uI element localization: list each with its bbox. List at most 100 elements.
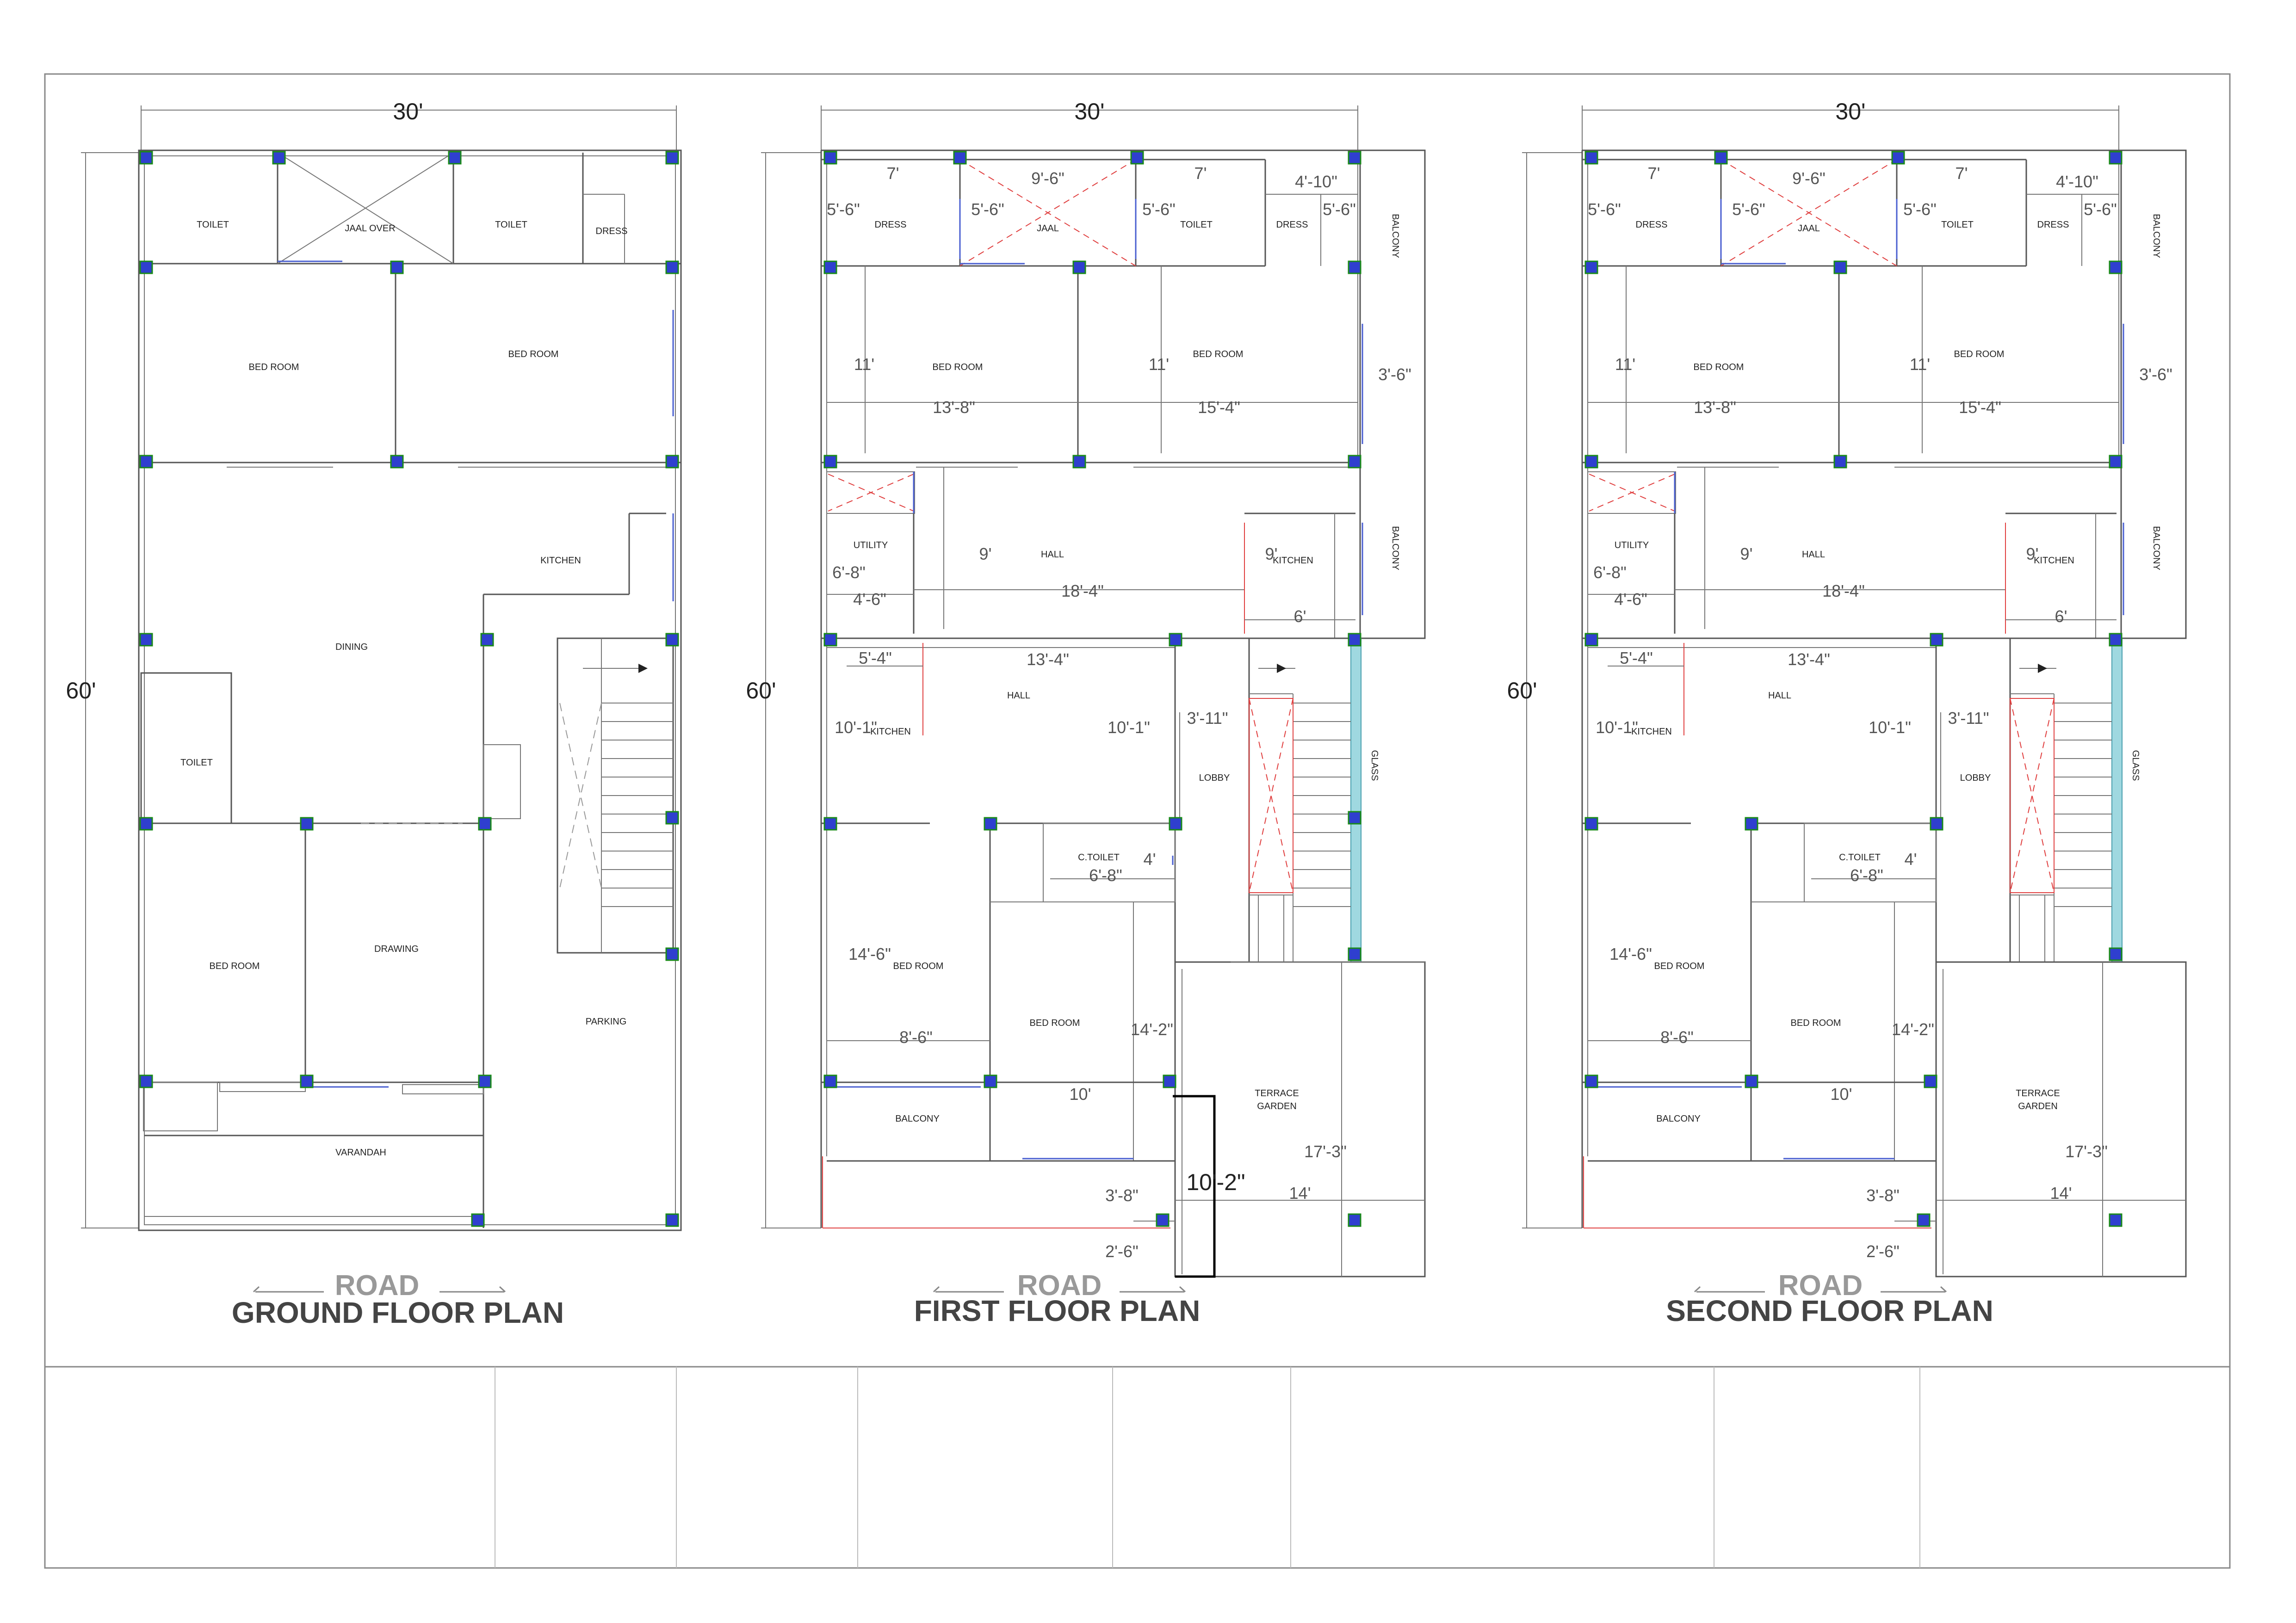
room-label: BALCONY	[2151, 526, 2161, 570]
room-labels: TOILET JAAL OVER TOILET DRESS BED ROOM B…	[180, 220, 627, 1158]
plan-title: SECOND FLOOR PLAN	[1666, 1294, 1993, 1327]
dim-label: 11'	[1615, 355, 1635, 374]
room-label: BALCONY	[895, 1114, 940, 1124]
room-label: KITCHEN	[1631, 727, 1672, 737]
dim-label: 14'	[2050, 1184, 2072, 1203]
road-label: ROAD	[1017, 1270, 1102, 1302]
room-label: LOBBY	[1960, 773, 1991, 783]
room-label: HALL	[1802, 549, 1825, 560]
room-label: HALL	[1007, 691, 1030, 701]
overall-dimensions	[761, 105, 1358, 1228]
dim-label: 14'-6"	[848, 944, 891, 963]
dim-label: 5'-6"	[1142, 200, 1176, 219]
room-label: BALCONY	[1390, 526, 1400, 570]
dim-label: 3'-8"	[1105, 1186, 1139, 1205]
dim-label: 4'-10"	[1295, 172, 1337, 191]
height-dimension: 60'	[1507, 678, 1537, 704]
room-label: BED ROOM	[1030, 1018, 1080, 1028]
road-label: ROAD	[335, 1270, 420, 1302]
room-label: BALCONY	[1656, 1114, 1701, 1124]
dim-label: 9'	[1265, 544, 1278, 563]
dim-label: 6'-8"	[1089, 866, 1122, 885]
dim-label: 4'-6"	[853, 590, 886, 609]
room-label: DRAWING	[374, 944, 419, 954]
road-indicator: ROAD	[1694, 1270, 1947, 1302]
room-label: BALCONY	[1390, 214, 1400, 258]
room-label: HALL	[1768, 691, 1791, 701]
overall-dimensions	[1522, 105, 2119, 1228]
second-floor-plan: 30' 60'	[1507, 99, 2187, 1327]
room-label: DRESS	[1636, 220, 1668, 230]
dim-label: 6'-8"	[832, 563, 866, 582]
dim-label: 17'-3"	[2065, 1142, 2108, 1161]
dim-label: 7'	[1956, 164, 1968, 183]
dim-label: 5'-6"	[1732, 200, 1765, 219]
dim-label: 10'-1"	[835, 718, 877, 737]
dim-label: 5'-6"	[2084, 200, 2117, 219]
room-label: JAAL	[1037, 223, 1059, 234]
room-label: C.TOILET	[1078, 852, 1120, 863]
dim-label: 9'	[1740, 544, 1753, 563]
title-block-ticks	[495, 1367, 1920, 1568]
dim-label: 10'-1"	[1596, 718, 1638, 737]
height-dimension: 60'	[66, 678, 96, 704]
room-label: JAAL	[1798, 223, 1820, 234]
room-labels: DRESS JAAL TOILET DRESS BALCONY BED ROOM…	[854, 214, 1400, 1124]
room-label: DRESS	[596, 226, 628, 236]
dim-label: 9'-6"	[1031, 169, 1064, 188]
room-label: DINING	[335, 642, 368, 652]
room-label: BED ROOM	[1954, 349, 2005, 359]
dim-label: 5'-6"	[1903, 200, 1937, 219]
dim-label: 9'	[2026, 544, 2039, 563]
room-label: GLASS	[1369, 750, 1380, 781]
dim-label: 5'-6"	[971, 200, 1004, 219]
room-label: TERRACE	[2016, 1088, 2060, 1098]
room-label: GARDEN	[1257, 1101, 1297, 1111]
dim-label-highlight: 10'-2"	[1186, 1169, 1245, 1195]
road-indicator: ROAD	[933, 1270, 1186, 1302]
room-label: BED ROOM	[893, 961, 944, 971]
dim-label: 4'-10"	[2056, 172, 2098, 191]
room-label: KITCHEN	[540, 555, 581, 566]
dim-label: 6'	[2055, 607, 2067, 626]
dim-label: 13'-4"	[1788, 650, 1830, 669]
dim-label: 6'-8"	[1850, 866, 1883, 885]
columns	[823, 151, 1362, 1227]
dim-label: 2'-6"	[1866, 1242, 1900, 1261]
room-label: DRESS	[1276, 220, 1308, 230]
room-label: TOILET	[197, 220, 229, 230]
dim-label: 8'-6"	[1660, 1028, 1694, 1047]
room-label: KITCHEN	[1273, 555, 1313, 566]
room-label: BED ROOM	[508, 349, 559, 359]
dim-label: 7'	[1648, 164, 1660, 183]
room-label: UTILITY	[1615, 540, 1649, 550]
width-dimension: 30'	[1835, 99, 1865, 124]
dim-label: 3'-6"	[1378, 365, 1411, 384]
dim-label: 9'	[979, 544, 992, 563]
walls	[820, 149, 1426, 1278]
dim-label: 15'-4"	[1198, 398, 1240, 417]
walls	[138, 149, 682, 1231]
room-label: BED ROOM	[1791, 1018, 1841, 1028]
dim-label: 18'-4"	[1822, 581, 1865, 600]
room-label: BED ROOM	[933, 362, 983, 372]
dim-label: 4'-6"	[1614, 590, 1647, 609]
room-label: BED ROOM	[249, 362, 299, 372]
dim-label: 11'	[1149, 355, 1169, 374]
dim-label: 3'-8"	[1866, 1186, 1900, 1205]
road-label: ROAD	[1778, 1270, 1863, 1302]
dim-label: 7'	[887, 164, 899, 183]
dim-label: 14'-2"	[1131, 1020, 1173, 1039]
dim-label: 4'	[1144, 850, 1156, 869]
dim-label: 14'-6"	[1609, 944, 1652, 963]
room-label: TOILET	[495, 220, 527, 230]
room-label: JAAL OVER	[345, 223, 395, 234]
room-label: C.TOILET	[1839, 852, 1881, 863]
dim-label: 5'-6"	[1588, 200, 1621, 219]
room-label: TOILET	[180, 758, 213, 768]
ground-floor-plan: 30' 60'	[66, 99, 682, 1329]
room-label: GLASS	[2130, 750, 2141, 781]
dim-label: 3'-11"	[1187, 709, 1228, 728]
columns	[1584, 151, 2123, 1227]
room-label: TOILET	[1941, 220, 1974, 230]
